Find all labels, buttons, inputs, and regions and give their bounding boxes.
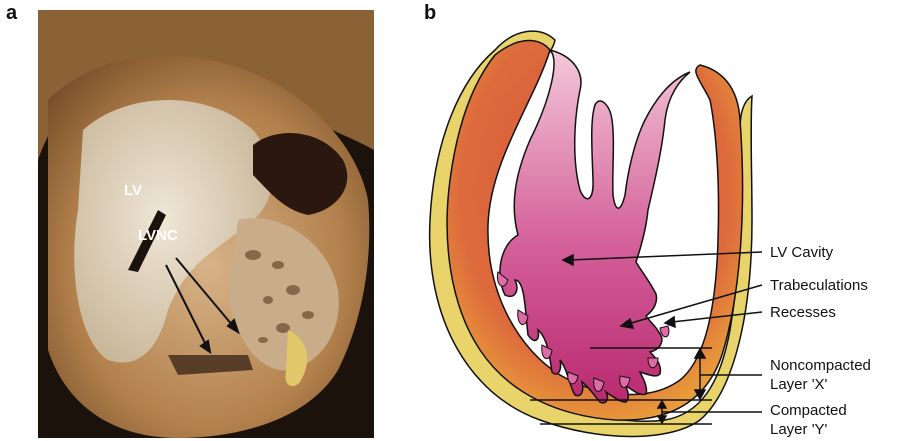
lvnc-label: LVNC: [138, 227, 178, 244]
panel-a-letter: a: [6, 2, 17, 25]
noncompacted-label-line2: Layer 'X': [770, 376, 828, 393]
recesses-label: Recesses: [770, 304, 836, 321]
compacted-label-line2: Layer 'Y': [770, 421, 828, 438]
heart-specimen-photo: LV LVNC: [38, 10, 374, 438]
noncompacted-label-line1: Noncompacted: [770, 357, 871, 374]
lv-cavity-label: LV Cavity: [770, 244, 834, 261]
lv-label: LV: [124, 182, 142, 199]
lvnc-schematic: LV Cavity Trabeculations Recesses Noncom…: [400, 10, 912, 441]
trabeculations-label: Trabeculations: [770, 277, 868, 294]
compacted-label-line1: Compacted: [770, 402, 847, 419]
